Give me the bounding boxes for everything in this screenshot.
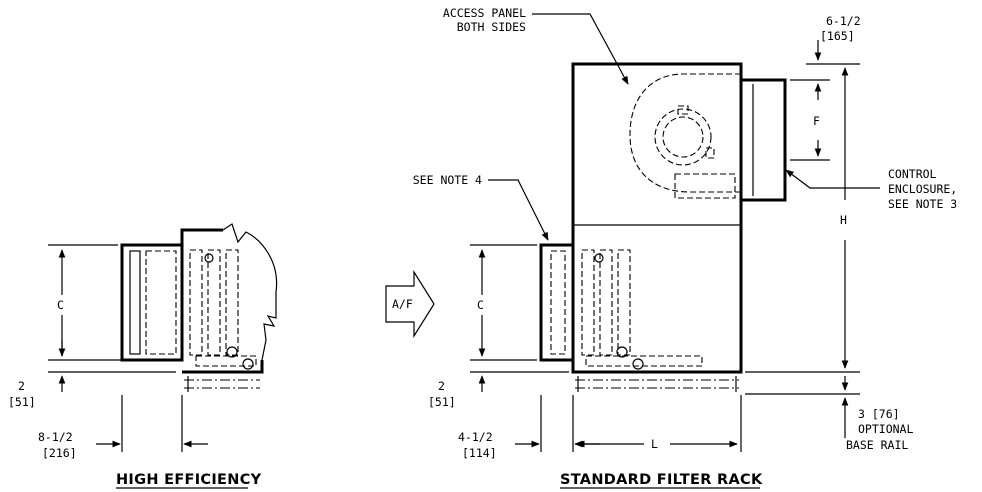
rail-optional: OPTIONAL [858, 422, 913, 436]
dim-f: F [813, 114, 820, 128]
title-high-efficiency: HIGH EFFICIENCY [116, 472, 262, 488]
title-standard-filter-rack: STANDARD FILTER RACK [560, 472, 763, 488]
dim-l: L [651, 437, 658, 451]
std-width-value: 4-1/2 [458, 430, 493, 444]
label-see-note-4: SEE NOTE 4 [413, 173, 482, 187]
dim-51-left: [51] [8, 395, 36, 409]
blower-housing [629, 73, 741, 193]
he-filter-housing [120, 243, 184, 362]
dim-c-right: C [477, 298, 484, 312]
dim-top-metric: [165] [820, 29, 855, 43]
he-unit-body [180, 228, 223, 360]
dim-2-right: 2 [438, 379, 445, 393]
control-enclosure [739, 78, 787, 202]
dim-h: H [840, 213, 847, 227]
dim-51-right: [51] [428, 395, 456, 409]
std-unit-body [571, 62, 743, 374]
dim-top-value: 6-1/2 [826, 14, 861, 28]
std-filter-rack [539, 243, 575, 362]
high-efficiency-view [48, 223, 278, 452]
rail-dim: 3 [76] [858, 407, 900, 421]
dim-c-left: C [57, 298, 64, 312]
he-break-line [222, 223, 278, 361]
he-width-value: 8-1/2 [38, 430, 73, 444]
label-enclosure: ENCLOSURE, [888, 182, 957, 196]
std-width-metric: [114] [462, 446, 497, 460]
airflow-arrow-icon [385, 269, 435, 339]
he-width-metric: [216] [42, 446, 77, 460]
label-see-note-3: SEE NOTE 3 [888, 197, 957, 211]
dim-2-left: 2 [18, 379, 25, 393]
label-access-panel: ACCESS PANEL [443, 6, 526, 20]
standard-filter-rack-view [470, 13, 880, 452]
airflow-label: A/F [392, 297, 413, 311]
label-control: CONTROL [888, 167, 937, 181]
label-both-sides: BOTH SIDES [457, 20, 526, 34]
rail-base: BASE RAIL [846, 438, 908, 452]
